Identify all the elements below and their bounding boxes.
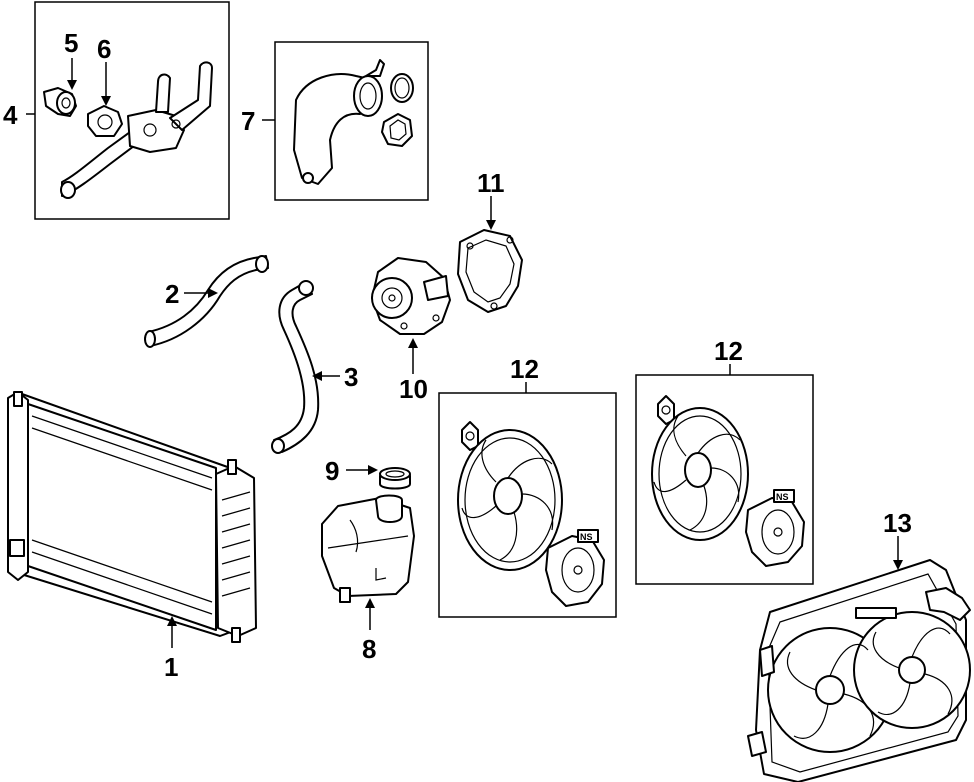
callout-5: 5 bbox=[64, 28, 78, 58]
outlet-neck bbox=[353, 75, 383, 117]
coolant-reservoir bbox=[321, 494, 415, 603]
water-outlet-housing bbox=[60, 61, 213, 199]
water-outlet-group bbox=[274, 41, 429, 201]
callout-7: 7 bbox=[241, 106, 255, 136]
thermostat-housing-group bbox=[34, 1, 230, 220]
fan-assembly-group-right: NS bbox=[635, 374, 814, 585]
fan-shroud-assembly bbox=[747, 559, 971, 782]
callout-12-right: 12 bbox=[714, 336, 743, 366]
callout-labels: 4 5 6 7 11 2 3 10 12 12 9 13 8 1 bbox=[3, 28, 912, 682]
water-pump bbox=[371, 257, 451, 335]
thermostat-gasket bbox=[87, 105, 123, 137]
fan-motor-label-left: NS bbox=[580, 532, 593, 542]
thermostat bbox=[43, 87, 77, 117]
group-box-4 bbox=[34, 1, 230, 220]
radiator bbox=[7, 391, 257, 643]
callout-10: 10 bbox=[399, 374, 428, 404]
callout-8: 8 bbox=[362, 634, 376, 664]
outlet-gasket bbox=[381, 113, 413, 147]
callout-2: 2 bbox=[165, 279, 179, 309]
reservoir-cap bbox=[379, 467, 411, 490]
callout-12-left: 12 bbox=[510, 354, 539, 384]
callout-11: 11 bbox=[477, 168, 505, 198]
fan-motor-label-right: NS bbox=[776, 492, 789, 502]
callout-3: 3 bbox=[344, 362, 358, 392]
callout-4: 4 bbox=[3, 100, 18, 130]
group-box-7 bbox=[274, 41, 429, 201]
leader-lines bbox=[26, 58, 903, 648]
group-box-12a bbox=[438, 392, 617, 618]
callout-1: 1 bbox=[164, 652, 178, 682]
callout-13: 13 bbox=[883, 508, 912, 538]
fan-assembly-group-left: NS bbox=[438, 392, 617, 618]
callout-9: 9 bbox=[325, 456, 339, 486]
lower-radiator-hose bbox=[273, 281, 320, 453]
fan-motor-right bbox=[745, 497, 805, 567]
group-box-12b bbox=[635, 374, 814, 585]
callout-6: 6 bbox=[97, 34, 111, 64]
fan-motor-left bbox=[545, 535, 605, 607]
